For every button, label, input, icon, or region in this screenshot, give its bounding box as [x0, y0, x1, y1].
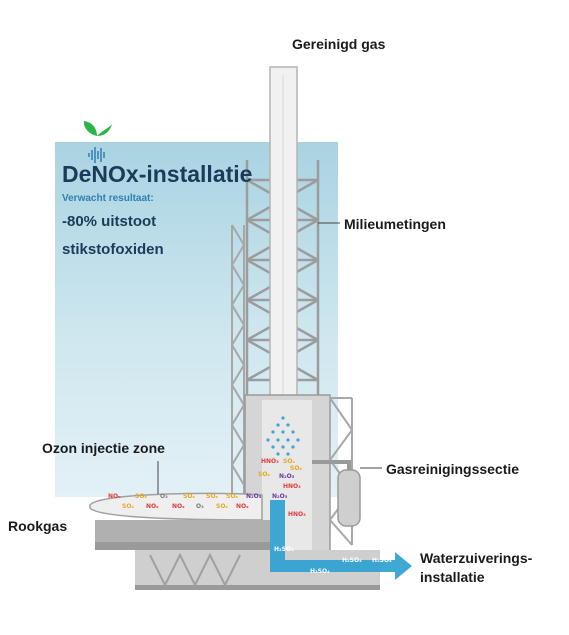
chem-n2o5: N₂O₅ [279, 473, 295, 480]
chem-sox: SOₓ [135, 493, 147, 500]
chem-sox: SOₓ [290, 465, 302, 472]
left-lattice-tower [230, 224, 246, 500]
chem-sox: SOₓ [226, 493, 238, 500]
water-droplet [276, 423, 280, 427]
water-droplet [296, 438, 300, 442]
chem-nox: NOₓ [108, 493, 121, 500]
flow-arrow-icon [270, 500, 412, 580]
water-droplet [271, 430, 275, 434]
label-gereinigd-gas: Gereinigd gas [292, 36, 386, 52]
chem-h2so4: H₂SO₄ [372, 557, 392, 564]
chem-n2o5: N₂O₅ [272, 493, 288, 500]
chem-n2o5: N₂O₅ [246, 493, 262, 500]
panel-title: DeNOx-installatie [62, 161, 253, 187]
soundwave-icon [88, 147, 105, 163]
chem-hno3: HNO₃ [261, 458, 279, 465]
panel-result-line-1: -80% uitstoot [62, 213, 157, 230]
panel-subtitle: Verwacht resultaat: [62, 193, 154, 204]
label-gasreinigingssectie: Gasreinigingssectie [386, 461, 520, 477]
chem-nox: NOₓ [236, 503, 249, 510]
chem-sox: SOₓ [206, 493, 218, 500]
water-droplet [281, 430, 285, 434]
label-milieumetingen: Milieumetingen [344, 216, 446, 232]
water-droplet [271, 445, 275, 449]
water-droplet [291, 430, 295, 434]
chem-sox: SOₓ [216, 503, 228, 510]
chimney [269, 66, 298, 438]
chem-nox: NOₓ [146, 503, 159, 510]
pointer-lines [157, 222, 382, 494]
label-waterzuivering-line1: Waterzuiverings- [420, 550, 533, 566]
label-ozon-injectie-zone: Ozon injectie zone [42, 440, 165, 456]
label-rookgas: Rookgas [8, 518, 68, 534]
chem-h2so4: H₂SO₄ [342, 557, 362, 564]
water-droplets-icon [266, 416, 300, 456]
water-droplet [281, 445, 285, 449]
water-droplet [286, 438, 290, 442]
chem-sox: SOₓ [283, 458, 295, 465]
chem-sox: SOₓ [258, 471, 270, 478]
chem-hno3: HNO₃ [288, 511, 306, 518]
water-droplet [276, 452, 280, 456]
chem-o3: O₃ [196, 503, 204, 510]
panel-result-line-2: stikstofoxiden [62, 241, 164, 258]
water-droplet [291, 445, 295, 449]
water-droplet [286, 423, 290, 427]
flue-gas-duct [89, 492, 270, 550]
water-droplet [266, 438, 270, 442]
water-droplet [276, 438, 280, 442]
leaf-logo-icon [83, 121, 112, 136]
water-droplet [281, 416, 285, 420]
chem-o3: O₃ [160, 493, 168, 500]
chem-hno3: HNO₃ [283, 483, 301, 490]
water-droplet [286, 452, 290, 456]
label-waterzuivering-line2: installatie [420, 569, 485, 585]
side-vessel [312, 460, 361, 527]
chem-sox: SOₓ [122, 503, 134, 510]
chem-h2so4: H₂SO₄ [274, 546, 294, 553]
chem-h2so4: H₂SO₄ [310, 568, 330, 575]
chem-nox: NOₓ [172, 503, 185, 510]
chem-sox: SOₓ [183, 493, 195, 500]
